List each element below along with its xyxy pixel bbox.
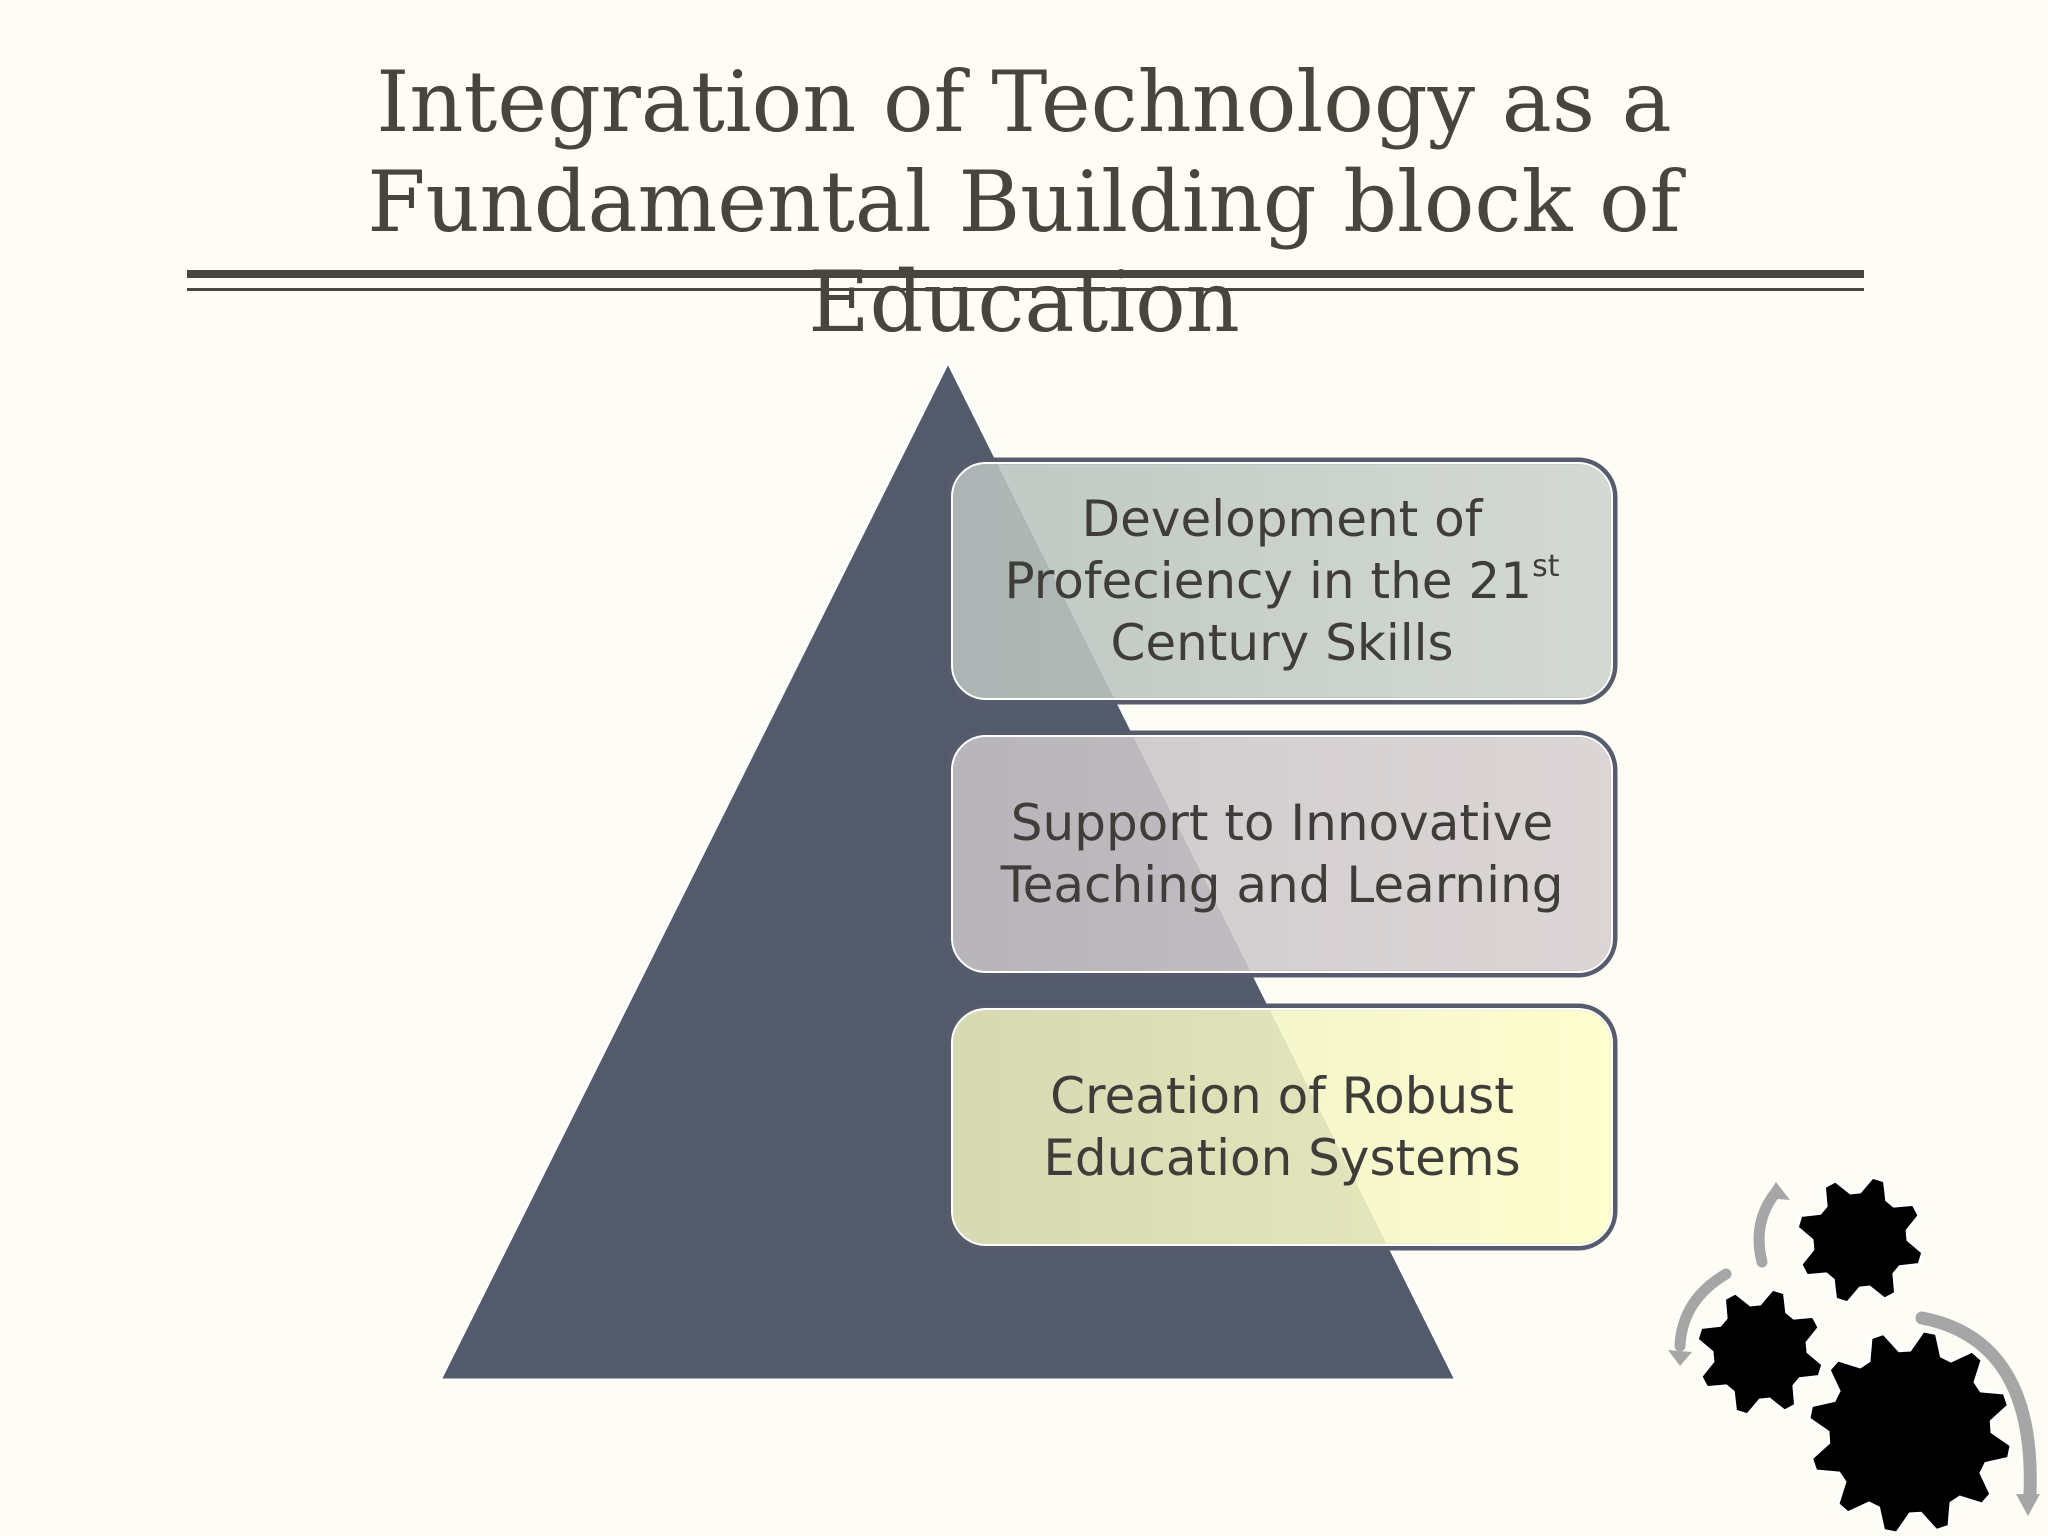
- gears-icon: [1668, 1175, 2040, 1535]
- arrow-head-icon: [1766, 1182, 1790, 1200]
- rotate-arrow-icon: [1674, 1268, 1732, 1352]
- gear-small-left-icon: [1695, 1287, 1825, 1417]
- gear-teeth: [1807, 1329, 2013, 1535]
- pyramid-level-3-shape: [946, 1003, 1618, 1251]
- level-1-text-main: Development of Profeciency in the 21: [1004, 490, 1533, 610]
- title-line-2: Fundamental Building block of Education: [367, 153, 1681, 351]
- rotate-arrow-icon: [1915, 1311, 2037, 1501]
- arrow-head-icon: [1668, 1350, 1692, 1366]
- pyramid-level-2-shape: [946, 730, 1618, 978]
- level-1-text-tail: Century Skills: [1110, 614, 1454, 672]
- pyramid-level-2: Support to Innovative Teaching and Learn…: [952, 736, 1612, 972]
- arrow-head-icon: [2016, 1494, 2040, 1516]
- title-divider-thick: [187, 270, 1864, 278]
- title-divider-thin: [187, 288, 1864, 291]
- pyramid-level-3: Creation of Robust Education Systems: [952, 1009, 1612, 1245]
- pyramid-level-1-shape: [946, 457, 1618, 705]
- gear-teeth: [1795, 1175, 1925, 1305]
- gear-small-top-icon: [1795, 1175, 1925, 1305]
- pyramid-level-1-text: Development of Profeciency in the 21st C…: [982, 488, 1582, 674]
- title-line-1: Integration of Technology as a: [376, 53, 1672, 151]
- pyramid-level-1: Development of Profeciency in the 21st C…: [952, 463, 1612, 699]
- gear-large-icon: [1807, 1329, 2013, 1535]
- rotate-arrow-icon: [1753, 1186, 1782, 1268]
- pyramid-level-2-text: Support to Innovative Teaching and Learn…: [1000, 794, 1564, 914]
- slide-title: Integration of Technology as a Fundament…: [160, 52, 1888, 352]
- gear-teeth: [1695, 1287, 1825, 1417]
- pyramid-level-3-text: Creation of Robust Education Systems: [1043, 1067, 1521, 1187]
- level-1-superscript: st: [1532, 549, 1560, 584]
